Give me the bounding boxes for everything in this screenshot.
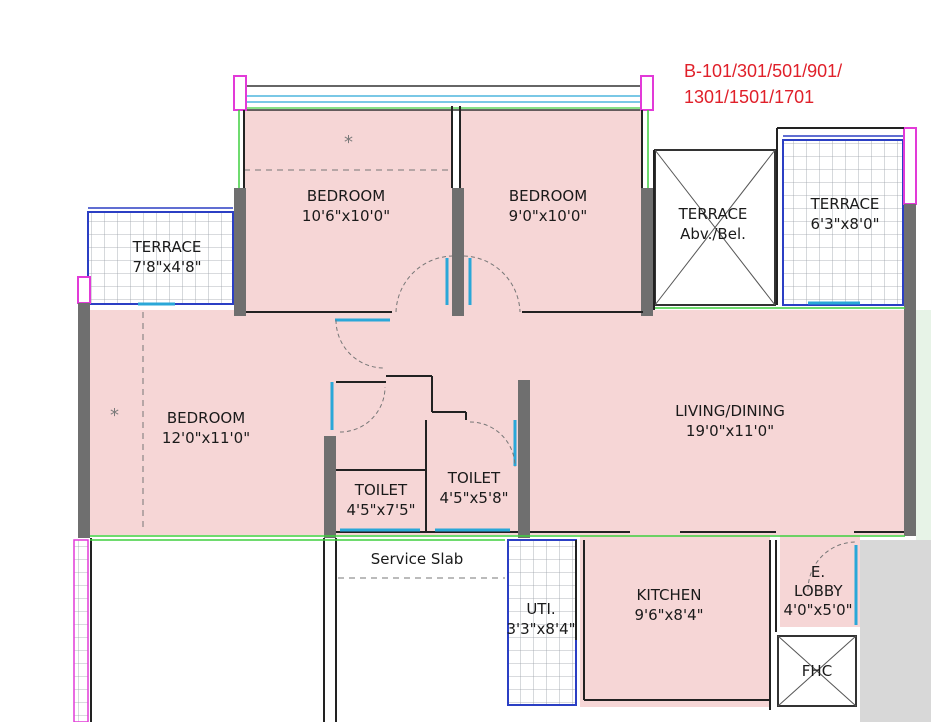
room-label-kitchen: KITCHEN 9'6"x8'4": [614, 585, 724, 625]
room-name: BEDROOM: [306, 187, 386, 205]
room-name: TERRACE: [810, 195, 880, 213]
railing-dashes: [88, 135, 903, 209]
terrace-above-below: [654, 149, 776, 306]
room-name: TOILET: [447, 469, 501, 487]
terrace-left-area: [87, 211, 234, 305]
room-label-toilet-2: TOILET 4'5"x5'8": [430, 468, 518, 508]
room-size: 4'0"x5'0": [783, 601, 853, 619]
windows: [138, 258, 860, 625]
room-label-bedroom-left: BEDROOM 12'0"x11'0": [146, 408, 266, 448]
utility-area: [507, 539, 577, 706]
room-label-living: LIVING/DINING 19'0"x11'0": [660, 401, 800, 441]
dashed-lines: [142, 169, 505, 579]
walls: [78, 188, 916, 538]
unit-number-label: B-101/301/501/901/ 1301/1501/1701: [684, 58, 842, 110]
room-label-terrace-right: TERRACE 6'3"x8'0": [790, 194, 900, 234]
room-size: 9'6"x8'4": [634, 606, 704, 624]
star-marker-top: *: [344, 132, 353, 153]
room-label-toilet-1: TOILET 4'5"x7'5": [338, 480, 424, 520]
room-label-lobby: E. LOBBY 4'0"x5'0": [780, 563, 856, 620]
room-size: 7'8"x4'8": [132, 258, 202, 276]
top-balcony-railing: [245, 85, 642, 111]
room-size: 9'0"x10'0": [508, 207, 588, 225]
room-size: 6'3"x8'0": [810, 215, 880, 233]
room-label-bedroom-top-right: BEDROOM 9'0"x10'0": [488, 186, 608, 226]
room-name: LIVING/DINING: [675, 402, 785, 420]
room-size: Abv./Bel.: [680, 225, 746, 243]
room-label-service-slab: Service Slab: [354, 549, 480, 569]
left-balcony-strip: [73, 539, 89, 722]
room-name: Service Slab: [370, 550, 464, 568]
green-lines: [90, 110, 905, 541]
room-name: BEDROOM: [166, 409, 246, 427]
room-label-terrace-left: TERRACE 7'8"x4'8": [112, 237, 222, 277]
room-label-fhc: FHC: [788, 661, 846, 681]
adjacent-shaft: [860, 540, 931, 722]
unit-label-line-2: 1301/1501/1701: [684, 87, 815, 107]
room-fills: [90, 110, 910, 707]
room-size: 4'5"x5'8": [439, 489, 509, 507]
partitions: [90, 106, 904, 722]
door-swings: [335, 255, 857, 591]
columns: [77, 75, 917, 304]
adjacent-strip: [916, 310, 931, 540]
star-marker-left: *: [110, 405, 119, 426]
room-name: TERRACE: [678, 205, 748, 223]
room-name: TOILET: [354, 481, 408, 499]
room-label-bedroom-top-left: BEDROOM 10'6"x10'0": [286, 186, 406, 226]
room-name: KITCHEN: [636, 586, 702, 604]
room-size: 3'3"x8'4": [506, 620, 576, 638]
room-label-utility: UTI. 3'3"x8'4": [500, 599, 582, 639]
room-label-terrace-mid: TERRACE Abv./Bel.: [658, 204, 768, 244]
room-size: 19'0"x11'0": [685, 422, 775, 440]
room-name: E. LOBBY: [794, 563, 843, 600]
room-name: FHC: [801, 662, 833, 680]
terrace-right-area: [782, 139, 904, 306]
room-size: 12'0"x11'0": [161, 429, 251, 447]
room-name: UTI.: [526, 600, 556, 618]
unit-label-line-1: B-101/301/501/901/: [684, 61, 843, 81]
fhc-box: [777, 635, 857, 707]
room-size: 10'6"x10'0": [301, 207, 391, 225]
room-name: TERRACE: [132, 238, 202, 256]
room-name: BEDROOM: [508, 187, 588, 205]
room-size: 4'5"x7'5": [346, 501, 416, 519]
